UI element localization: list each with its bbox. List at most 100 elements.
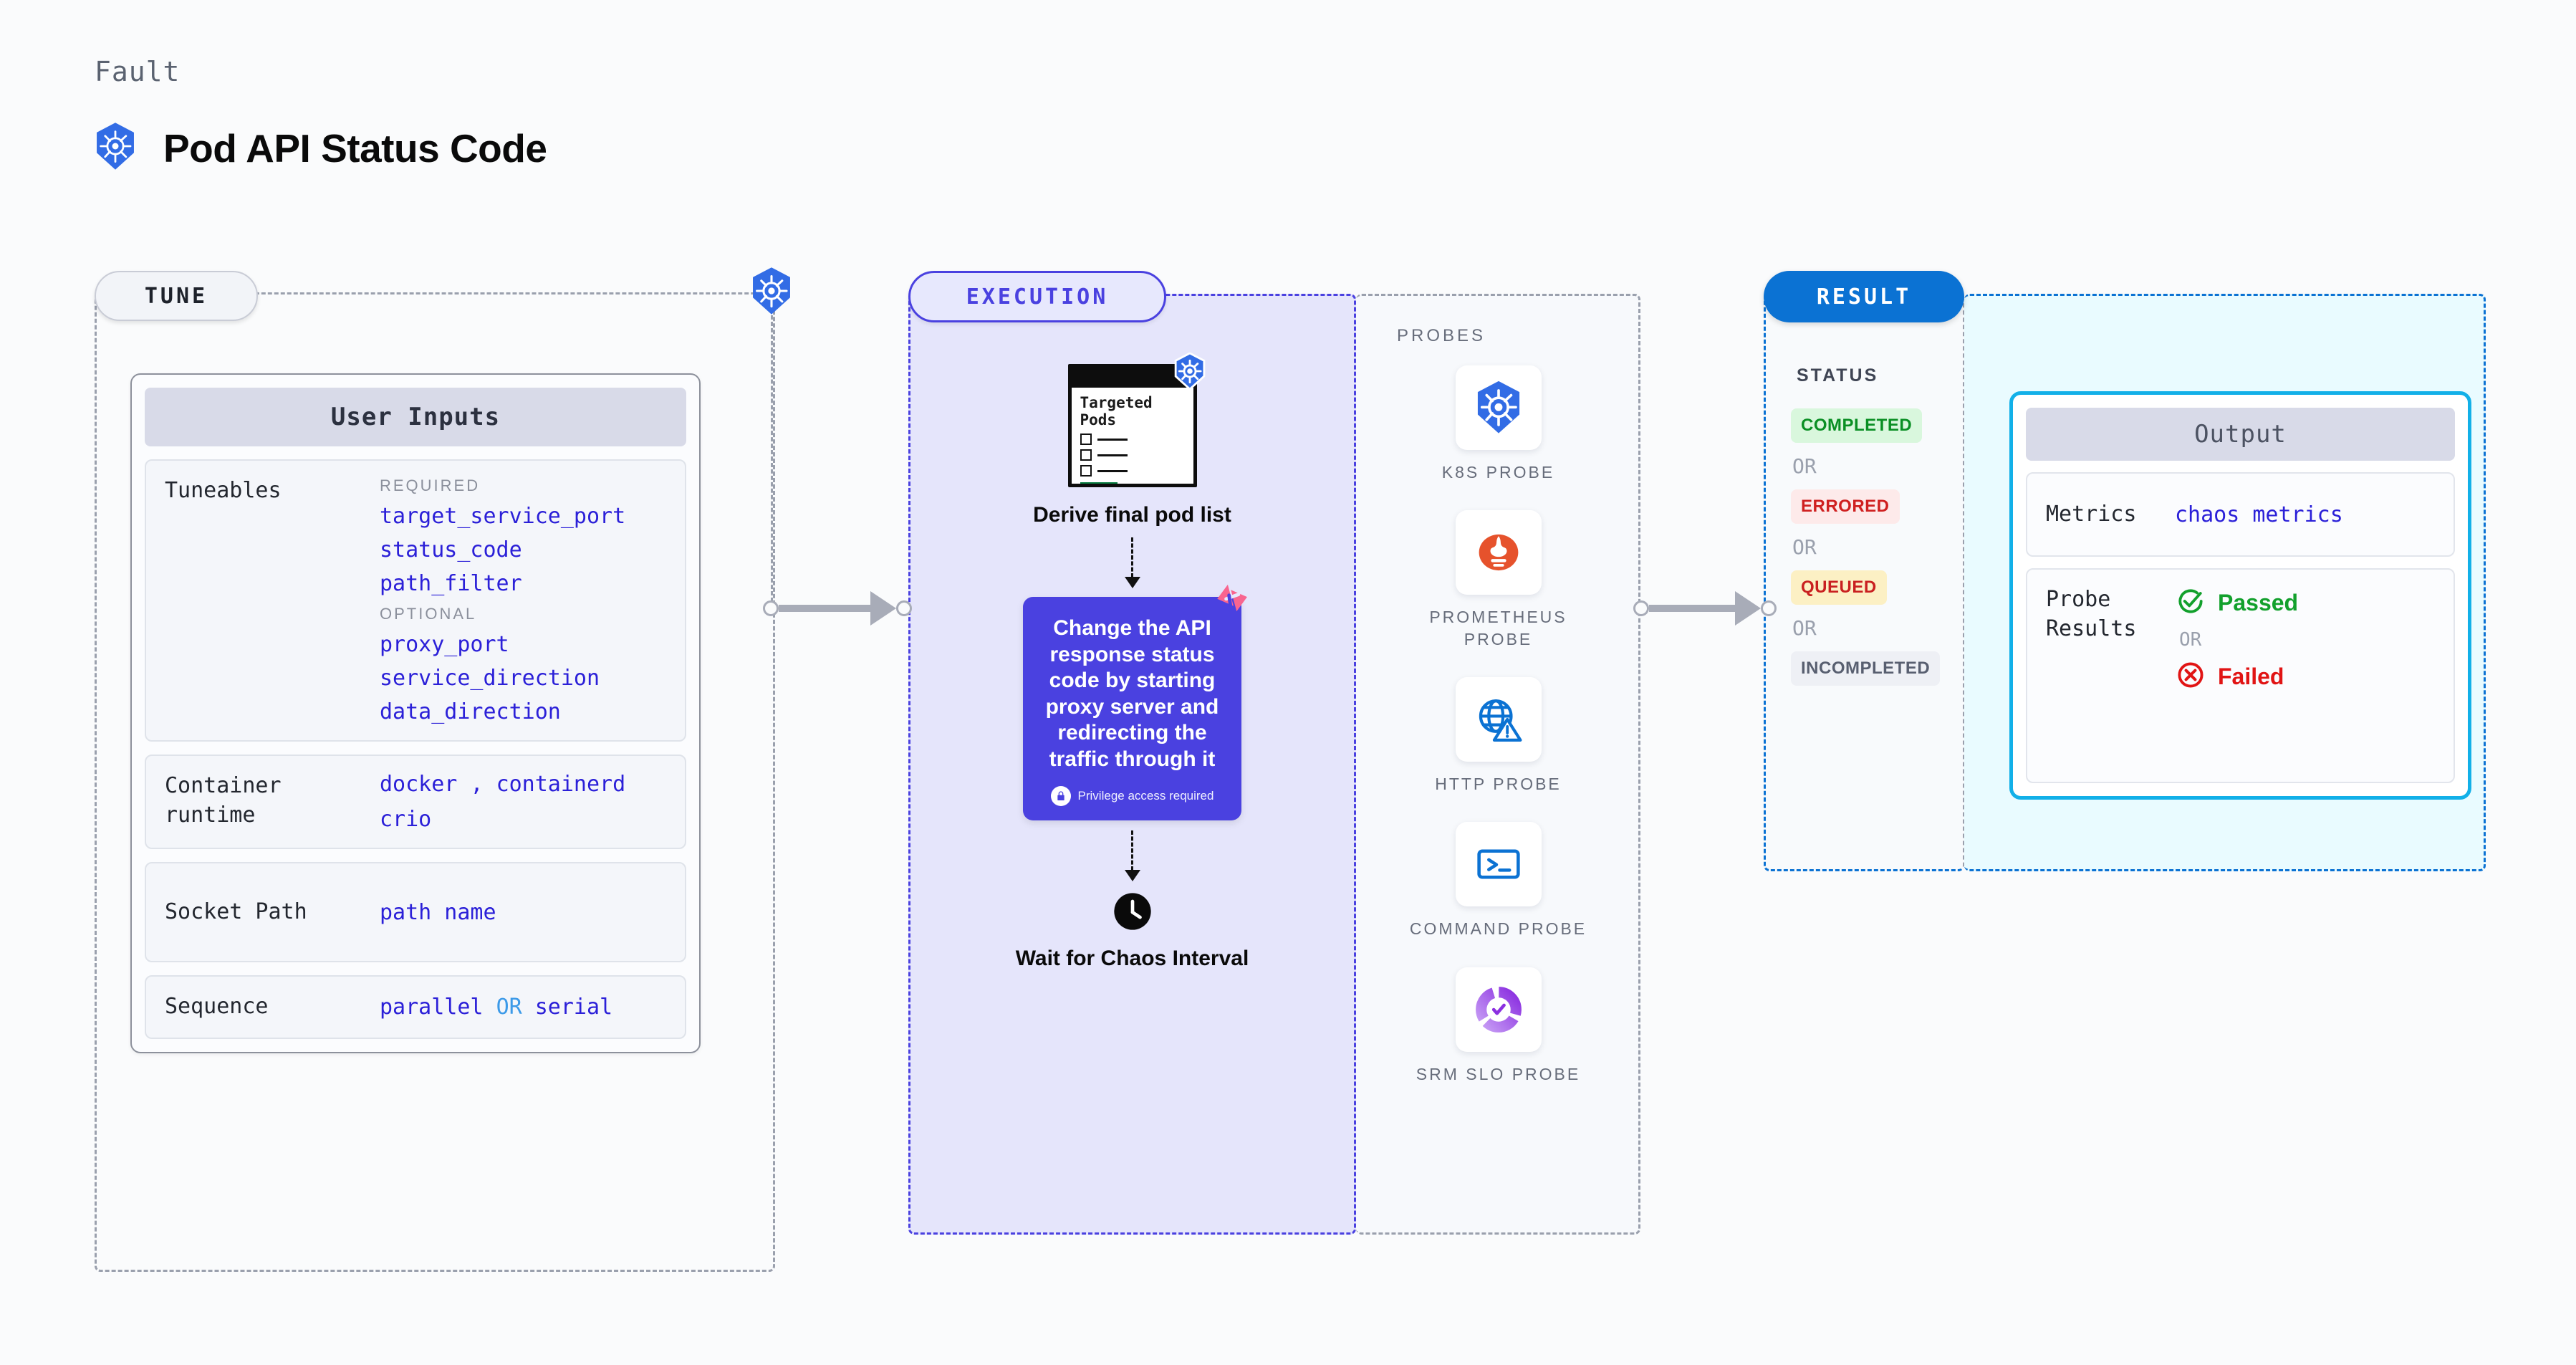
probe-results-row: Probe Results Passed OR	[2026, 568, 2455, 783]
pods-card-titlebar	[1071, 368, 1193, 388]
or-separator: OR	[1792, 535, 1817, 559]
result-section-pill[interactable]: RESULT	[1764, 271, 1964, 322]
page-title: Pod API Status Code	[163, 125, 547, 171]
runtime-separator: ,	[470, 772, 484, 797]
tuneable-target-service-port[interactable]: target_service_port	[380, 504, 626, 529]
connector-bar	[779, 605, 872, 612]
tuneable-status-code[interactable]: status_code	[380, 537, 522, 562]
tune-section-pill[interactable]: TUNE	[95, 271, 258, 321]
tuneables-values: REQUIRED target_service_port status_code…	[380, 476, 666, 724]
sequence-serial[interactable]: serial	[534, 994, 613, 1020]
sequence-block: Sequence parallel OR serial	[145, 975, 686, 1039]
sequence-or: OR	[496, 994, 522, 1020]
connector-dot	[1633, 600, 1649, 616]
kubernetes-icon	[747, 267, 796, 315]
probe-results-values: Passed OR Failed	[2175, 585, 2435, 766]
checkbox-icon	[1080, 465, 1092, 477]
output-title: Output	[2026, 408, 2455, 461]
status-badge: ERRORED	[1791, 489, 1900, 524]
probe-prometheus[interactable]: PROMETHEUS PROBE	[1405, 510, 1592, 650]
connector-dot	[1761, 600, 1777, 616]
placeholder-line	[1097, 438, 1128, 441]
optional-kicker: OPTIONAL	[380, 605, 477, 623]
probe-srm-slo[interactable]: SRM SLO PROBE	[1405, 967, 1592, 1085]
metrics-label: Metrics	[2046, 501, 2137, 527]
list-item	[1080, 449, 1185, 461]
x-circle-icon	[2175, 659, 2206, 694]
connector-execution-to-result	[1633, 591, 1777, 626]
http-globe-warning-icon	[1455, 677, 1542, 762]
or-separator: OR	[1792, 454, 1817, 478]
terminal-icon	[1455, 822, 1542, 907]
probes-region	[1356, 294, 1640, 1235]
flow-arrowhead	[1124, 577, 1140, 588]
placeholder-line	[1097, 454, 1128, 456]
tuneables-block: Tuneables REQUIRED target_service_port s…	[145, 459, 686, 742]
metrics-value[interactable]: chaos metrics	[2175, 502, 2343, 527]
kubernetes-icon	[93, 122, 138, 174]
probes-list: K8S PROBE PROMETHEUS PROBE	[1356, 365, 1640, 1085]
socket-path-block: Socket Path path name	[145, 862, 686, 962]
tuneables-label: Tuneables	[165, 478, 282, 503]
passed-label: Passed	[2218, 590, 2299, 616]
checkbox-icon	[1080, 449, 1092, 461]
connector-arrowhead	[1735, 591, 1761, 626]
privilege-note-text: Privilege access required	[1077, 788, 1214, 803]
execution-section-pill[interactable]: EXECUTION	[908, 271, 1166, 322]
shuffle-icon	[1213, 581, 1254, 623]
tuneable-service-direction[interactable]: service_direction	[380, 666, 600, 691]
sequence-value: parallel OR serial	[380, 995, 666, 1020]
probe-http[interactable]: HTTP PROBE	[1405, 677, 1592, 795]
probe-command[interactable]: COMMAND PROBE	[1405, 822, 1592, 939]
runtime-docker[interactable]: docker	[380, 772, 458, 797]
sequence-parallel[interactable]: parallel	[380, 994, 484, 1020]
tuneable-proxy-port[interactable]: proxy_port	[380, 632, 509, 657]
status-badge: COMPLETED	[1791, 408, 1923, 443]
probe-results-label: Probe Results	[2046, 587, 2137, 641]
fault-eyebrow-label: Fault	[95, 56, 181, 87]
page-title-row: Pod API Status Code	[93, 122, 547, 174]
sequence-values: parallel OR serial	[380, 995, 666, 1020]
connector-dot	[896, 600, 912, 616]
output-card: Output Metrics chaos metrics Probe Resul…	[2009, 391, 2471, 800]
connector-dot	[763, 600, 779, 616]
connector-arrowhead	[870, 591, 896, 626]
status-badge: INCOMPLETED	[1791, 651, 1941, 686]
list-item	[1080, 434, 1185, 446]
privilege-note: Privilege access required	[1040, 785, 1224, 806]
container-runtime-label: Container runtime	[165, 773, 282, 828]
tuneable-path-filter[interactable]: path_filter	[380, 571, 522, 596]
tune-boundary-dashed-line	[771, 315, 773, 602]
checkbox-icon	[1080, 434, 1092, 446]
connector-bar	[1649, 605, 1736, 612]
status-badge: QUEUED	[1791, 570, 1887, 605]
failed-label: Failed	[2218, 664, 2284, 689]
chaos-action-text: Change the API response status code by s…	[1045, 616, 1219, 771]
list-item	[1080, 465, 1185, 477]
green-bar-indicator	[1080, 482, 1118, 484]
tuneable-data-direction[interactable]: data_direction	[380, 699, 561, 724]
execution-flow: Targeted Pods	[908, 337, 1356, 972]
socket-path-value[interactable]: path name	[380, 899, 496, 925]
required-kicker: REQUIRED	[380, 476, 481, 494]
srm-slo-donut-icon	[1455, 967, 1542, 1052]
check-circle-icon	[2175, 585, 2206, 621]
targeted-pods-card: Targeted Pods	[1067, 352, 1205, 487]
runtime-containerd[interactable]: containerd	[496, 772, 626, 797]
flow-dashed-line	[1131, 830, 1133, 871]
probe-k8s[interactable]: K8S PROBE	[1405, 365, 1592, 483]
targeted-pods-title: Targeted Pods	[1080, 394, 1153, 428]
container-runtime-block: Container runtime docker , containerd cr…	[145, 755, 686, 849]
container-runtime-values: docker , containerd crio	[380, 772, 666, 832]
socket-path-values: path name	[380, 900, 666, 925]
tune-region	[95, 292, 775, 1272]
or-separator: OR	[2179, 629, 2202, 651]
probe-result-passed: Passed	[2175, 585, 2435, 621]
metrics-row: Metrics chaos metrics	[2026, 472, 2455, 557]
placeholder-line	[1097, 469, 1128, 472]
runtime-crio[interactable]: crio	[380, 807, 432, 832]
flow-arrowhead	[1124, 869, 1140, 881]
derive-pod-list-caption: Derive final pod list	[1033, 503, 1231, 527]
user-inputs-title: User Inputs	[145, 388, 686, 446]
